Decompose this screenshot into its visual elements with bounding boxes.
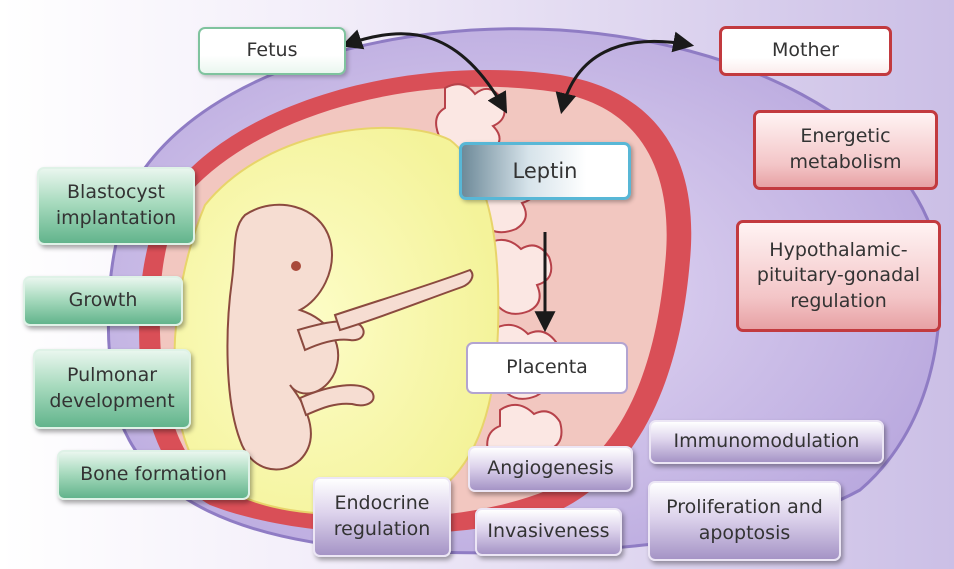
placenta-label: Placenta [466,342,628,394]
immunomodulation-box: Immunomodulation [649,420,884,464]
leptin-label: Leptin [459,142,631,200]
hpg-regulation-box: Hypothalamic- pituitary-gonadal regulati… [736,220,941,332]
invasiveness-box: Invasiveness [475,508,622,556]
growth-box: Growth [23,276,183,326]
proliferation-apoptosis-box: Proliferation and apoptosis [648,481,841,561]
angiogenesis-box: Angiogenesis [468,446,633,492]
pulmonar-development-box: Pulmonar development [33,349,191,429]
mother-label: Mother [719,26,892,76]
endocrine-regulation-box: Endocrine regulation [313,477,451,557]
blastocyst-implantation-box: Blastocyst implantation [37,167,195,245]
embryo-eye [291,261,301,271]
fetus-label: Fetus [198,27,346,75]
energetic-metabolism-box: Energetic metabolism [753,110,938,190]
bone-formation-box: Bone formation [57,450,250,500]
